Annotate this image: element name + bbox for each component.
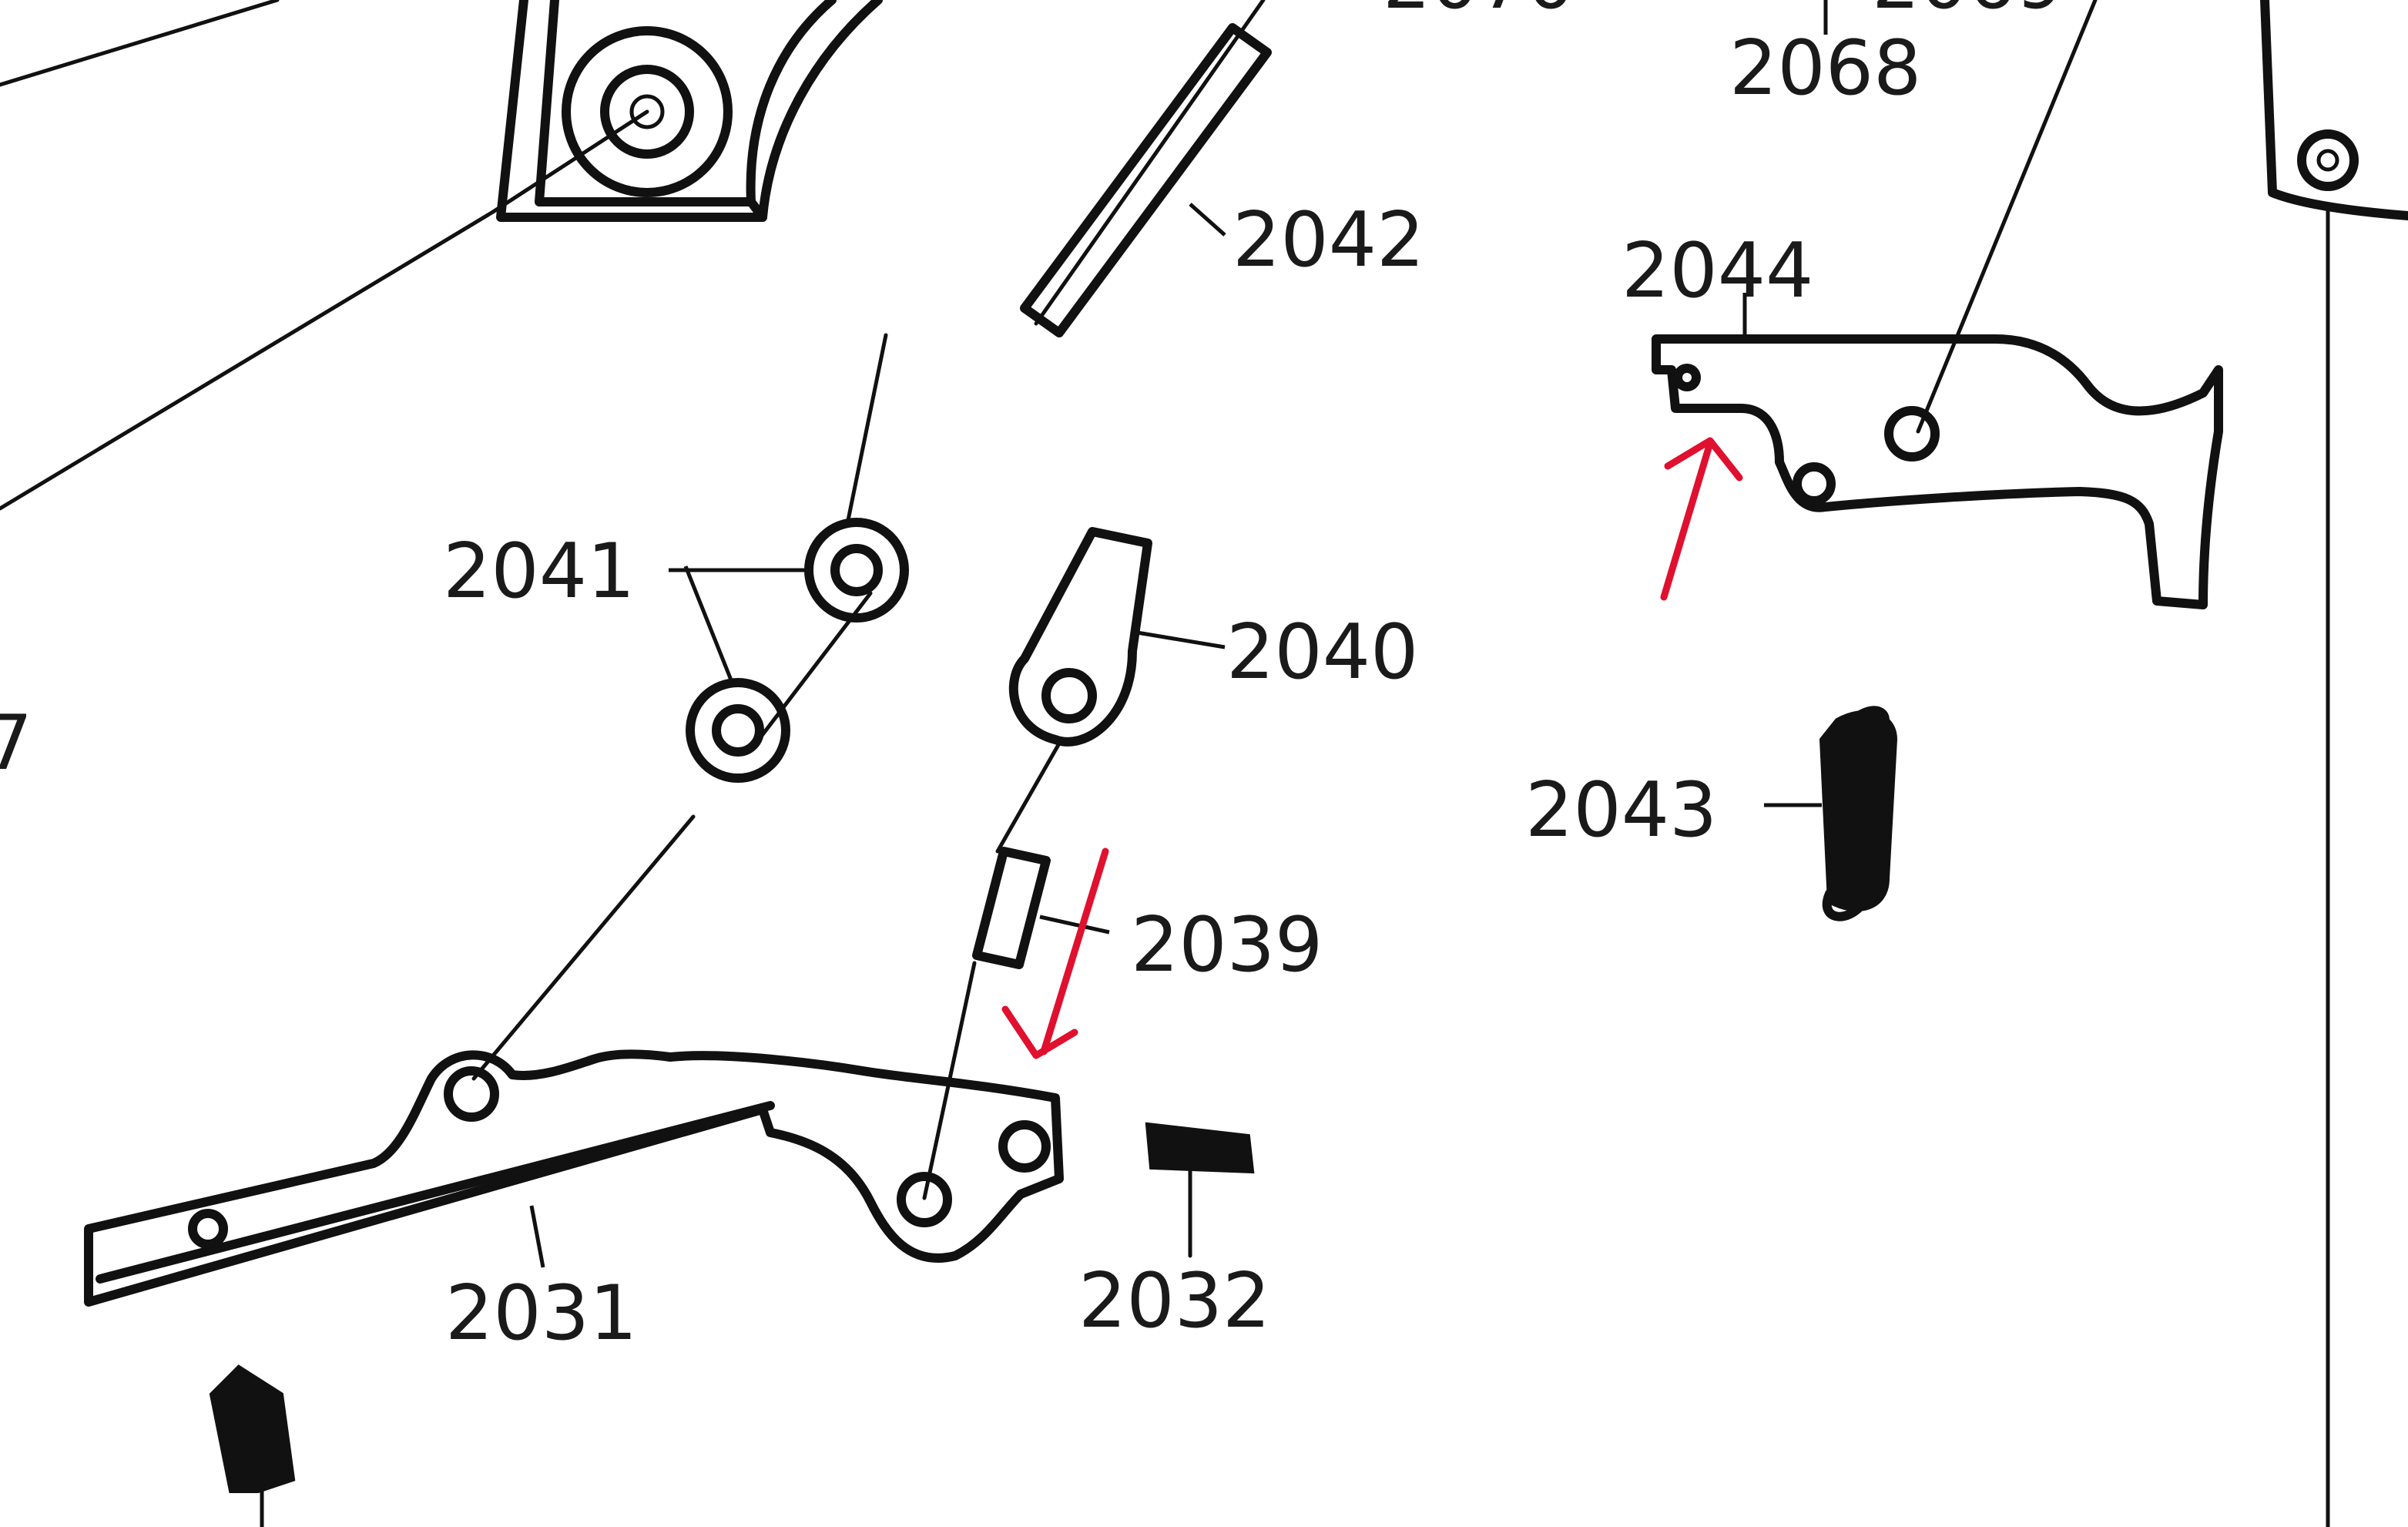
part-2032-bushing bbox=[1145, 1122, 1255, 1258]
assembly-lines bbox=[0, 0, 2330, 1527]
label-2047: 7 bbox=[0, 700, 32, 787]
part-2044-plate bbox=[1652, 334, 2223, 609]
label-2069: 2069 bbox=[1872, 0, 2064, 26]
part-2039-sleeve bbox=[972, 847, 1051, 969]
label-2031: 2031 bbox=[445, 1270, 637, 1358]
top-left-bracket bbox=[491, 0, 883, 222]
label-2042: 2042 bbox=[1233, 196, 1424, 284]
part-2042-sleeve bbox=[1020, 23, 1272, 337]
label-2044: 2044 bbox=[1622, 227, 1813, 315]
part-labels: 2070 2069 2068 2042 2044 2041 2040 2043 … bbox=[0, 0, 2064, 1358]
part-2031-lever bbox=[84, 1049, 1064, 1307]
leader-lines bbox=[529, 0, 1828, 1268]
label-2068: 2068 bbox=[1729, 25, 1921, 112]
label-2032: 2032 bbox=[1078, 1257, 1270, 1345]
label-2070: 2070 bbox=[1383, 0, 1575, 26]
label-2041: 2041 bbox=[443, 528, 635, 616]
part-2040-link bbox=[1008, 527, 1152, 747]
part-2041-washers bbox=[686, 518, 909, 783]
top-right-bracket bbox=[2260, 0, 2408, 220]
part-2047-cap bbox=[209, 1364, 296, 1493]
label-2043: 2043 bbox=[1525, 767, 1717, 854]
label-2039: 2039 bbox=[1131, 901, 1323, 989]
arrow-up-annotation bbox=[1660, 439, 1714, 601]
arrow-down-annotation bbox=[1040, 847, 1109, 1055]
label-2040: 2040 bbox=[1226, 609, 1418, 696]
annotation-arrows bbox=[1001, 437, 1743, 1059]
part-2043-spring bbox=[1819, 706, 1898, 921]
